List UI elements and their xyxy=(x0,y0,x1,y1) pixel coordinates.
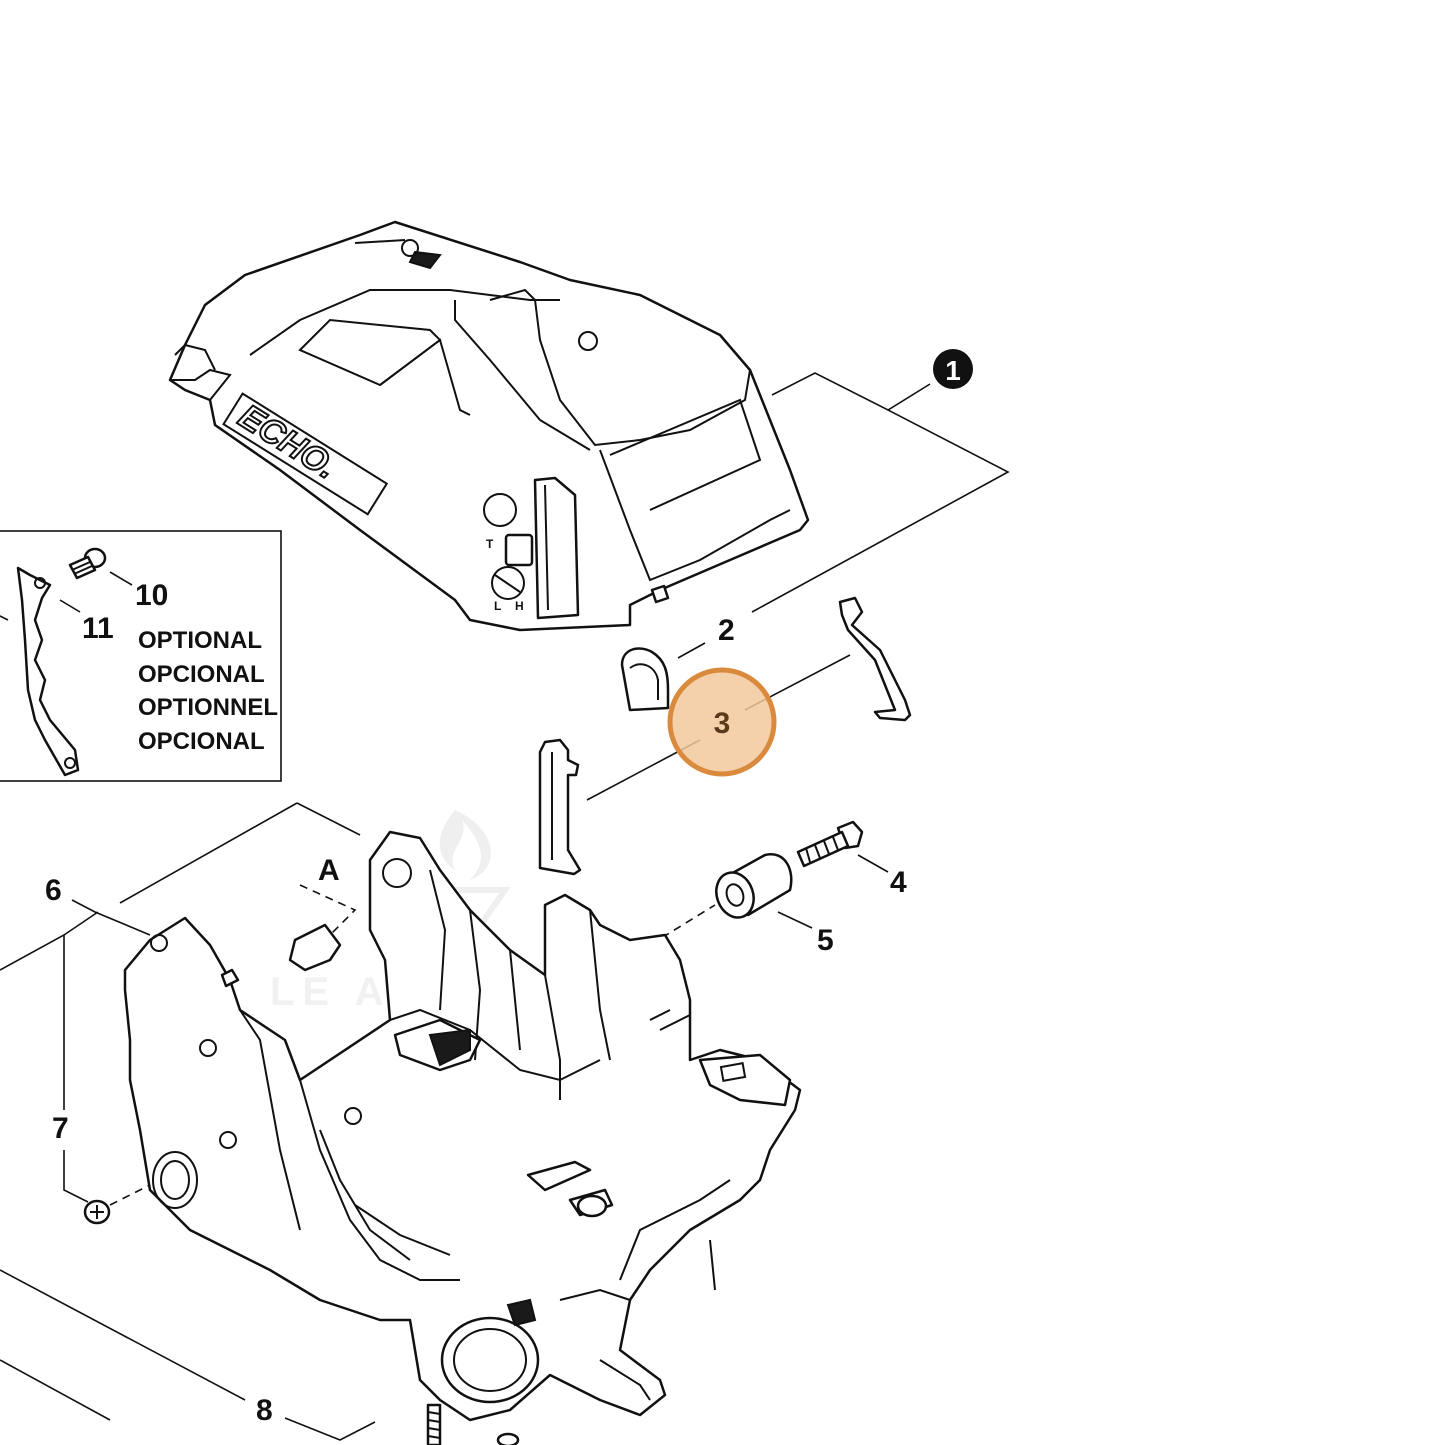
watermark-flame-icon xyxy=(439,810,491,880)
part-8-stud xyxy=(426,1403,520,1445)
callout-2: 2 xyxy=(718,614,735,647)
part-3-plate-right xyxy=(838,596,912,722)
callout-5: 5 xyxy=(817,924,834,957)
part-7-screw xyxy=(83,1199,111,1225)
svg-text:1: 1 xyxy=(945,355,961,386)
callout-11: 11 xyxy=(82,612,114,645)
highlight-circle[interactable] xyxy=(667,667,777,777)
callout-10: 10 xyxy=(135,579,168,612)
leader-1 xyxy=(751,372,1010,613)
optional-line-2: OPCIONAL xyxy=(138,661,265,688)
part-11-bumper-spike xyxy=(16,566,80,777)
part-10-screw xyxy=(68,547,107,580)
callout-6: 6 xyxy=(45,874,62,907)
cover-mark-h: H xyxy=(515,599,524,613)
callout-A: A xyxy=(318,854,340,887)
part-3-plate-left xyxy=(538,738,582,876)
callout-7: 7 xyxy=(52,1112,69,1145)
callout-4: 4 xyxy=(890,866,907,899)
part-5-spacer xyxy=(715,853,793,919)
cover-mark-t: T xyxy=(486,537,494,551)
callout-1: 1 xyxy=(933,349,973,389)
optional-line-3: OPTIONNEL xyxy=(138,694,278,721)
part-2-cap xyxy=(620,647,670,712)
optional-line-1: OPTIONAL xyxy=(138,627,262,654)
part-6-crankcase xyxy=(123,830,802,1422)
callout-3: 3 xyxy=(714,707,731,740)
optional-line-4: OPCIONAL xyxy=(138,728,265,755)
cover-mark-l: L xyxy=(494,599,501,613)
callout-3-highlight[interactable]: 3 xyxy=(667,667,777,777)
part-4-shoulder-bolt xyxy=(796,820,864,868)
callout-8: 8 xyxy=(256,1394,273,1427)
optional-parts-box: 10 11 OPTIONAL OPCIONAL OPTIONNEL OPCION… xyxy=(0,530,282,782)
